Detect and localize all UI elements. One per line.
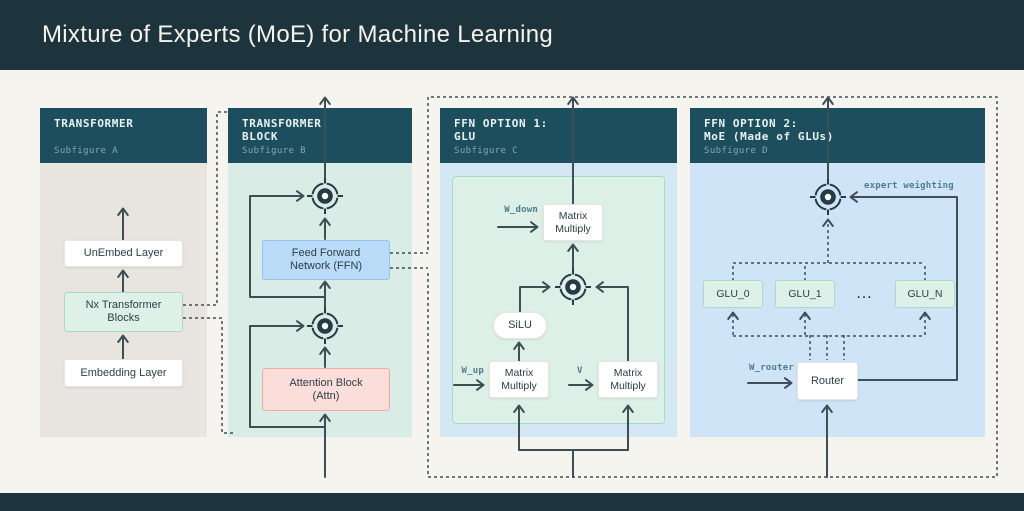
glu-ellipsis: ... (856, 287, 873, 301)
subfigure-label: Subfigure B (242, 146, 307, 156)
router-node: Router (797, 362, 858, 400)
attention-node: Attention Block (Attn) (262, 368, 390, 411)
w-up-label: W_up (461, 366, 484, 376)
panel-title: TRANSFORMER (54, 117, 134, 130)
matrix-multiply-down-node: Matrix Multiply (543, 204, 603, 241)
v-label: V (577, 366, 583, 376)
embedding-layer-node: Embedding Layer (64, 359, 183, 387)
subfigure-label: Subfigure A (54, 146, 119, 156)
panel-title: TRANSFORMER (242, 117, 322, 130)
panel-title-line2: MoE (Made of GLUs) (704, 130, 835, 143)
glu-0-node: GLU_0 (703, 280, 763, 308)
unembed-layer-node: UnEmbed Layer (64, 240, 183, 267)
panel-header-c: FFN OPTION 1: GLU Subfigure C (440, 108, 677, 163)
footer-bar (0, 493, 1024, 511)
panel-transformer: TRANSFORMER Subfigure A (40, 108, 207, 437)
w-router-label: W_router (749, 363, 794, 373)
page-title: Mixture of Experts (MoE) for Machine Lea… (42, 21, 554, 48)
glu-n-node: GLU_N (895, 280, 955, 308)
ffn-node: Feed Forward Network (FFN) (262, 240, 390, 280)
panel-header-a: TRANSFORMER Subfigure A (40, 108, 207, 163)
expert-weighting-label: expert weighting (864, 181, 954, 191)
panel-title: FFN OPTION 2: (704, 117, 798, 130)
panel-title: FFN OPTION 1: (454, 117, 548, 130)
w-down-label: W_down (504, 205, 538, 215)
matrix-multiply-v-node: Matrix Multiply (598, 361, 658, 398)
subfigure-label: Subfigure C (454, 146, 519, 156)
panel-header-b: TRANSFORMER BLOCK Subfigure B (228, 108, 412, 163)
transformer-blocks-node: Nx Transformer Blocks (64, 292, 183, 332)
panel-title-line2: GLU (454, 130, 476, 143)
panel-title-line2: BLOCK (242, 130, 279, 143)
panel-header-d: FFN OPTION 2: MoE (Made of GLUs) Subfigu… (690, 108, 985, 163)
matrix-multiply-up-node: Matrix Multiply (489, 361, 549, 398)
glu-1-node: GLU_1 (775, 280, 835, 308)
subfigure-label: Subfigure D (704, 146, 769, 156)
silu-node: SiLU (493, 312, 547, 339)
title-bar: Mixture of Experts (MoE) for Machine Lea… (0, 0, 1024, 70)
